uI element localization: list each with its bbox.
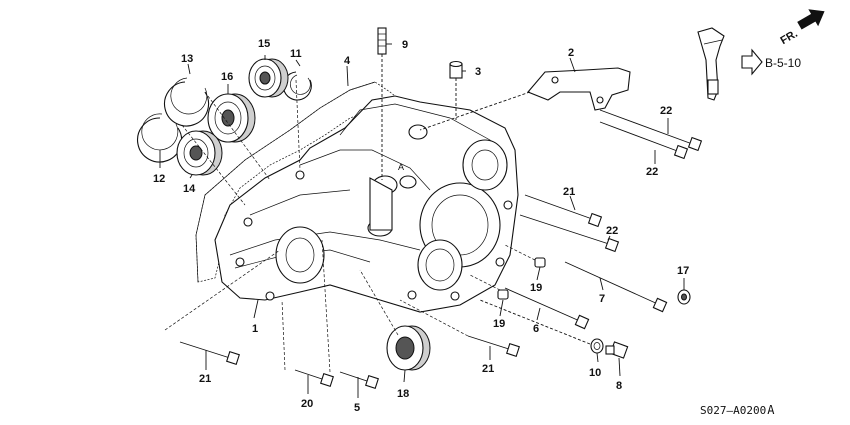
part-code: S027–A0200A [700, 403, 775, 417]
washer-10 [590, 338, 604, 354]
callout-22a: 22 [660, 105, 672, 117]
bolt-6 [504, 287, 590, 330]
callout-10: 10 [589, 367, 601, 379]
bearing-16 [207, 93, 256, 143]
sensor-inset [697, 27, 725, 101]
transmission-case: A [214, 95, 519, 313]
callout-6: 6 [533, 323, 539, 335]
callout-13: 13 [181, 53, 193, 65]
callout-1: 1 [252, 323, 258, 335]
callout-19b: 19 [493, 318, 505, 330]
bearing-15 [248, 58, 289, 98]
alignment-lines [164, 79, 536, 373]
bearing-14 [176, 130, 223, 176]
callout-9: 9 [402, 39, 408, 51]
callout-5: 5 [354, 402, 360, 414]
svg-text:A: A [398, 162, 404, 172]
bolt-22b [599, 121, 689, 160]
front-direction-label: FR. [778, 28, 799, 47]
circlip-13 [164, 77, 210, 127]
reference-arrow: B-5-10 [741, 48, 801, 76]
bolt-21c [467, 335, 520, 357]
callout-3: 3 [475, 66, 481, 78]
bolt-22a [599, 109, 703, 152]
callout-2: 2 [568, 47, 574, 59]
bolt-20 [294, 369, 334, 387]
callout-19a: 19 [530, 282, 542, 294]
callout-21b: 21 [199, 373, 211, 385]
callout-22b: 22 [646, 166, 658, 178]
front-direction-arrow: FR. [778, 9, 825, 47]
callout-11: 11 [290, 48, 302, 60]
reference-label: B-5-10 [765, 56, 801, 70]
callout-4: 4 [344, 55, 351, 67]
callout-22c: 22 [606, 225, 618, 237]
plug-3 [449, 60, 463, 120]
dowel-19a [534, 257, 546, 268]
callout-labels: 1 2 3 4 5 6 7 8 9 10 11 12 13 14 15 16 1… [153, 38, 689, 414]
callout-12: 12 [153, 173, 165, 185]
callout-21c: 21 [482, 363, 494, 375]
callout-16: 16 [221, 71, 233, 83]
leader-lines [159, 43, 685, 398]
bracket-2 [419, 67, 631, 131]
part-code-main: S027–A0200 [700, 404, 766, 417]
part-code-suffix: A [767, 403, 775, 417]
callout-7: 7 [599, 293, 605, 305]
dowel-19b [497, 289, 509, 300]
callout-17: 17 [677, 265, 689, 277]
drain-plug-8 [605, 341, 629, 359]
bolt-7 [564, 261, 668, 313]
callout-15: 15 [258, 38, 270, 50]
bolt-21a [524, 194, 603, 228]
callout-21a: 21 [563, 186, 575, 198]
oil-seal-18 [386, 325, 431, 371]
part-code-text: S027–A0200A [700, 403, 775, 417]
washer-17 [677, 289, 691, 305]
callout-18: 18 [397, 388, 409, 400]
bolt-21b [179, 341, 240, 365]
callout-20: 20 [301, 398, 313, 410]
bolt-5 [339, 371, 379, 389]
callout-14: 14 [183, 183, 196, 195]
callout-8: 8 [616, 380, 622, 392]
bolt-22c [519, 214, 620, 253]
breather-tube [377, 27, 387, 180]
